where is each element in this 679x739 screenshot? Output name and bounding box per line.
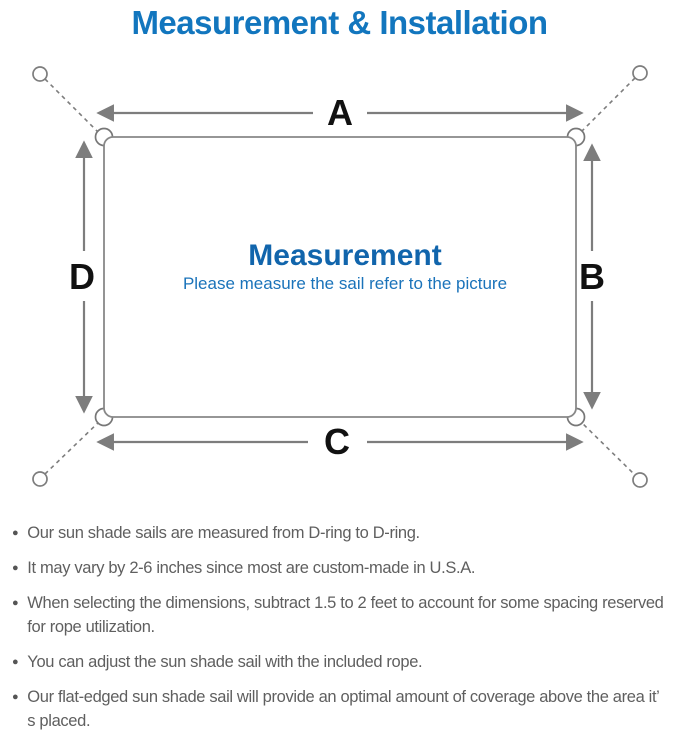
anchor-point-icon: [32, 66, 48, 82]
bullet-dot-icon: ●: [12, 597, 19, 609]
note-text: It may vary by 2-6 inches since most are…: [27, 559, 476, 577]
anchor-points: [32, 65, 648, 488]
rope-line-top-left: [44, 78, 102, 136]
note-text: Our sun shade sails are measured from D-…: [27, 524, 420, 542]
list-item: ● Our sun shade sails are measured from …: [10, 521, 669, 545]
rope-line-bottom-right: [577, 418, 636, 476]
list-item: ● Our flat-edged sun shade sail will pro…: [10, 685, 669, 733]
rope-line-top-right: [577, 77, 636, 136]
diagram-heading: Measurement: [248, 239, 441, 272]
diagram-subtitle: Please measure the sail refer to the pic…: [183, 274, 507, 293]
sail-outline: [103, 136, 577, 418]
note-text: When selecting the dimensions, subtract …: [27, 594, 664, 636]
dimension-label-b: B: [579, 256, 605, 297]
list-item: ● It may vary by 2-6 inches since most a…: [10, 556, 669, 580]
dimension-label-d: D: [69, 256, 95, 297]
list-item: ● You can adjust the sun shade sail with…: [10, 650, 669, 674]
rope-line-bottom-left: [44, 419, 102, 475]
bullet-dot-icon: ●: [12, 527, 19, 539]
anchor-point-icon: [32, 471, 48, 487]
measurement-diagram: A B C D Measurement Please measure the s…: [0, 51, 679, 511]
anchor-point-icon: [632, 65, 648, 81]
bullet-dot-icon: ●: [12, 691, 19, 703]
page-title: Measurement & Installation: [131, 4, 548, 41]
list-item: ● When selecting the dimensions, subtrac…: [10, 591, 669, 639]
note-text: Our flat-edged sun shade sail will provi…: [27, 688, 659, 730]
anchor-rope-lines: [44, 77, 636, 476]
sail-diagram-svg: A B C D Measurement Please measure the s…: [32, 65, 648, 488]
dimension-label-c: C: [324, 421, 350, 462]
note-text: You can adjust the sun shade sail with t…: [27, 653, 423, 671]
bullet-dot-icon: ●: [12, 656, 19, 668]
dimension-label-a: A: [327, 92, 353, 133]
dimension-arrows: [75, 104, 601, 451]
anchor-point-icon: [632, 472, 648, 488]
bullet-dot-icon: ●: [12, 562, 19, 574]
notes-list: ● Our sun shade sails are measured from …: [0, 511, 679, 733]
